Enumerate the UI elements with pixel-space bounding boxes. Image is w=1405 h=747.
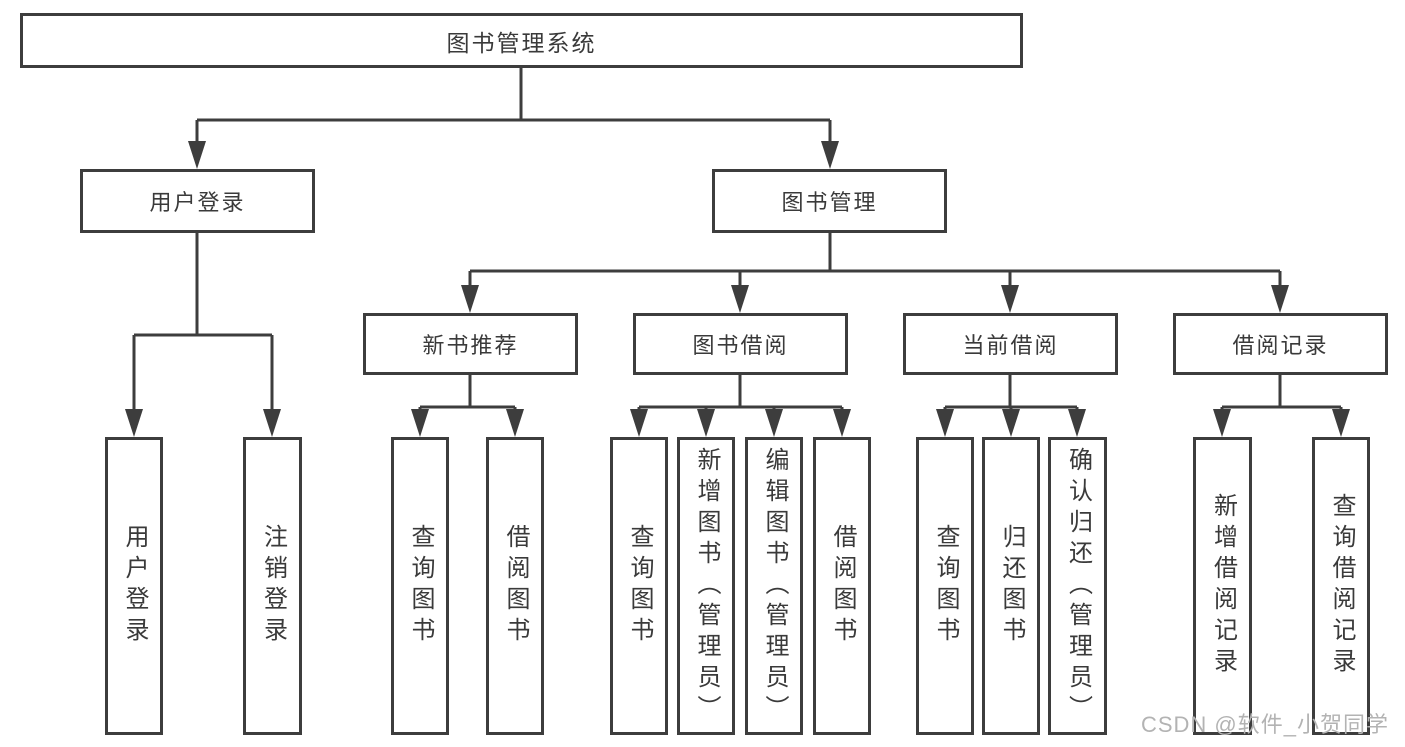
- node-label: 用户登录: [121, 524, 148, 648]
- watermark: CSDN @软件_小贺同学: [1140, 712, 1389, 737]
- node-label: 当前借阅: [962, 333, 1059, 358]
- node-label: 编辑图书（管理员）: [761, 446, 788, 726]
- leaf-borrow-books-2: 借阅图书: [813, 437, 871, 735]
- node-label: 查询图书: [626, 524, 653, 648]
- leaf-query-books-3: 查询图书: [916, 437, 974, 735]
- node-label: 确认归还（管理员）: [1064, 446, 1092, 726]
- node-label: 图书借阅: [692, 333, 789, 358]
- leaf-add-borrow-record: 新增借阅记录: [1193, 437, 1252, 735]
- node-label: 查询图书: [407, 524, 434, 648]
- node-book-management: 图书管理: [712, 169, 947, 233]
- node-label: 查询借阅记录: [1328, 493, 1355, 679]
- node-new-book-recommendation: 新书推荐: [363, 313, 578, 375]
- leaf-return-book: 归还图书: [982, 437, 1040, 735]
- node-label: 用户登录: [149, 190, 246, 215]
- leaf-edit-book-admin: 编辑图书（管理员）: [745, 437, 803, 735]
- node-label: 新增借阅记录: [1209, 493, 1237, 679]
- node-user-login: 用户登录: [80, 169, 315, 233]
- node-label: 借阅图书: [829, 524, 856, 648]
- leaf-add-book-admin: 新增图书（管理员）: [677, 437, 735, 735]
- node-label: 归还图书: [998, 524, 1025, 648]
- node-book-borrowing: 图书借阅: [633, 313, 848, 375]
- node-label: 图书管理: [781, 190, 878, 215]
- leaf-query-books-2: 查询图书: [610, 437, 668, 735]
- node-label: 借阅图书: [502, 524, 529, 648]
- node-label: 借阅记录: [1232, 333, 1329, 358]
- node-label: 注销登录: [259, 524, 287, 648]
- node-label: 查询图书: [932, 524, 959, 648]
- node-library-management-system: 图书管理系统: [20, 13, 1023, 68]
- node-label: 新增图书（管理员）: [693, 446, 720, 726]
- leaf-logout: 注销登录: [243, 437, 302, 735]
- leaf-confirm-return-admin: 确认归还（管理员）: [1048, 437, 1107, 735]
- node-borrowing-records: 借阅记录: [1173, 313, 1388, 375]
- leaf-user-login: 用户登录: [105, 437, 163, 735]
- node-current-borrowing: 当前借阅: [903, 313, 1118, 375]
- leaf-query-borrow-record: 查询借阅记录: [1312, 437, 1370, 735]
- node-label: 新书推荐: [422, 333, 519, 358]
- node-label: 图书管理系统: [446, 29, 597, 56]
- leaf-borrow-books-1: 借阅图书: [486, 437, 544, 735]
- leaf-query-books-1: 查询图书: [391, 437, 449, 735]
